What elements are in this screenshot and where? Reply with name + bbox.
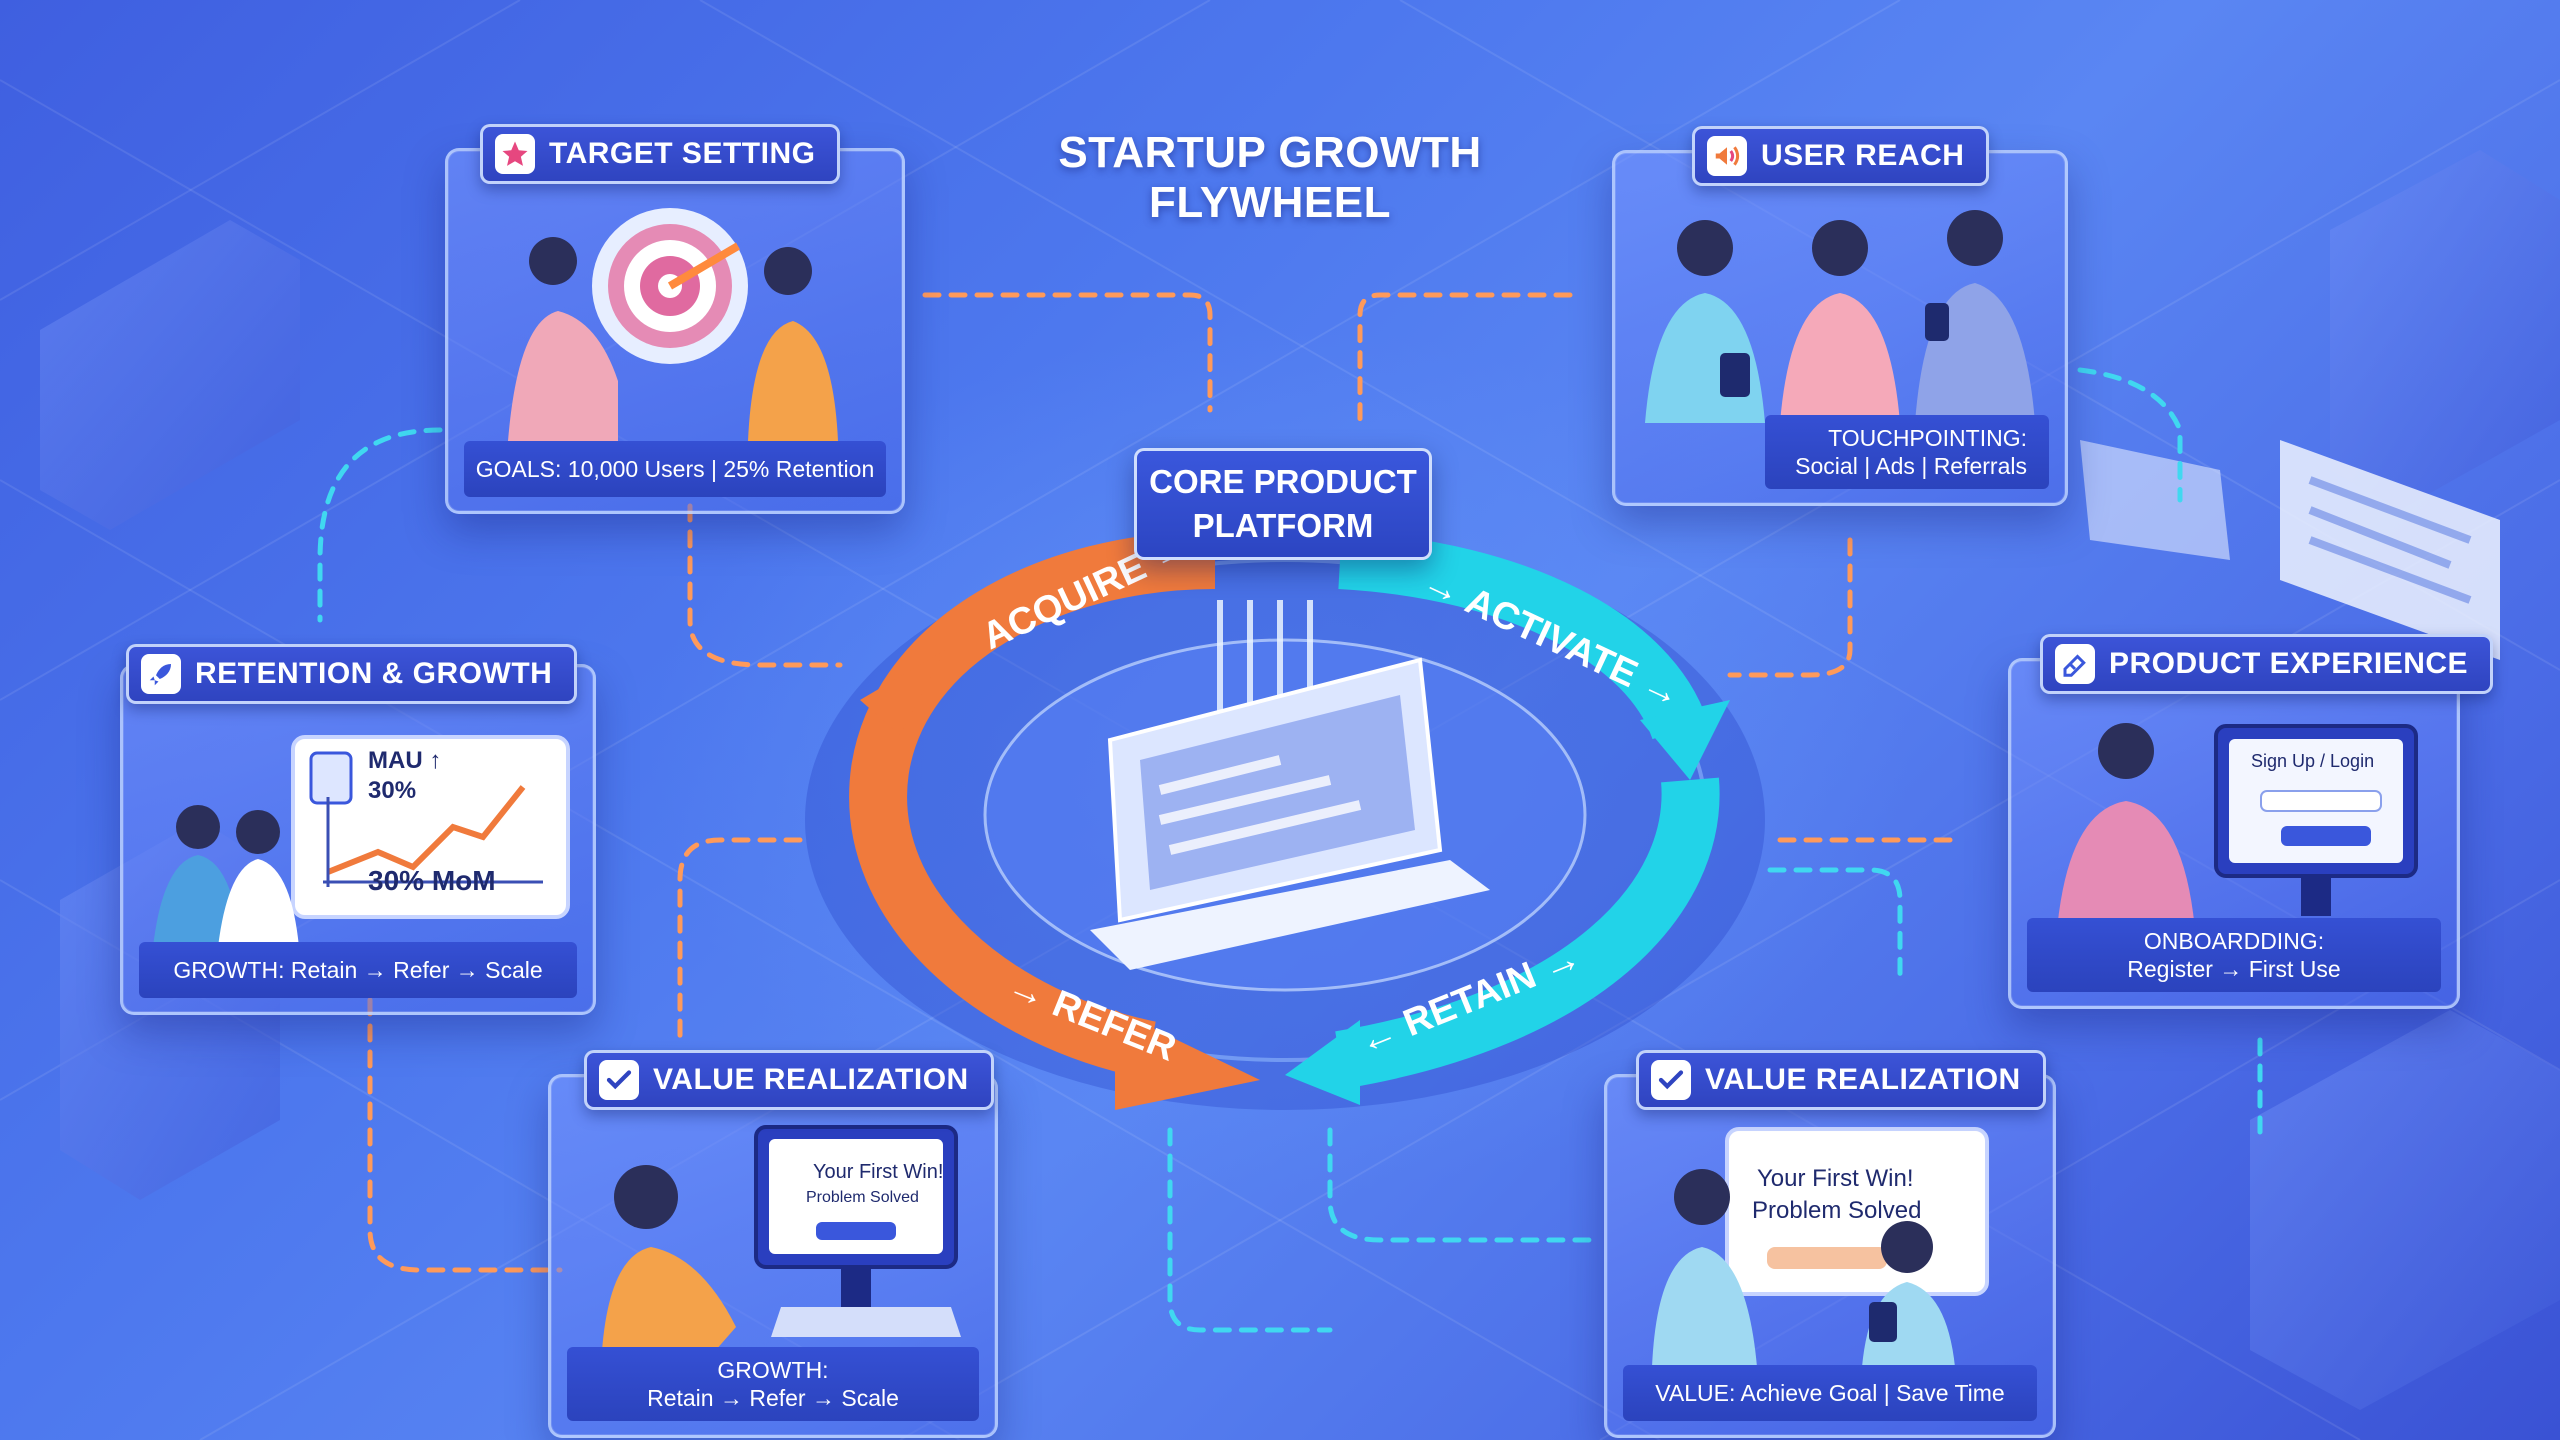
central-device-illustration (1090, 600, 1490, 970)
tab-value-left-label: VALUE REALIZATION (653, 1063, 969, 1096)
tab-product-experience-label: PRODUCT EXPERIENCE (2109, 647, 2469, 680)
chart-mom-label: 30% MoM (368, 865, 496, 896)
checkmark-icon (599, 1060, 639, 1100)
user-reach-caption: TOUCHPOINTING: Social | Ads | Referrals (1765, 415, 2049, 489)
target-setting-illustration (508, 208, 838, 441)
product-experience-screen-text: Sign Up / Login (2251, 751, 2375, 771)
tab-retention-growth[interactable]: RETENTION & GROWTH (126, 644, 578, 704)
chart-mau-label: MAU ↑ (368, 747, 442, 774)
floating-screens (2080, 440, 2500, 660)
product-experience-illustration (2056, 723, 2418, 941)
value-left-screen-line-2: Problem Solved (806, 1189, 919, 1206)
hand-pointer-icon (2055, 644, 2095, 684)
product-experience-caption-line-1: ONBOARDDING: (2143, 928, 2325, 954)
value-right-illustration (1652, 1127, 1989, 1367)
core-line-1: CORE PRODUCT (1149, 463, 1417, 500)
core-line-2: PLATFORM (1192, 507, 1374, 544)
product-experience-caption: ONBOARDDING: Register → First Use (2027, 918, 2441, 992)
tab-user-reach-label: USER REACH (1761, 139, 1965, 172)
user-reach-caption-line-1: TOUCHPOINTING: (1828, 425, 2027, 451)
value-right-screen-line-2: Problem Solved (1752, 1197, 1922, 1224)
product-experience-caption-line-2: Register → First Use (2127, 956, 2341, 982)
tab-target-setting-label: TARGET SETTING (549, 137, 816, 170)
panel-value-realization-left: Your First Win! Problem Solved GROWTH: R… (548, 1074, 998, 1438)
checkmark-icon (1651, 1060, 1691, 1100)
rocket-icon (141, 654, 181, 694)
page-title: STARTUP GROWTH FLYWHEEL (1058, 128, 1482, 227)
star-icon (495, 134, 535, 174)
isometric-blocks (40, 150, 2560, 1410)
retention-growth-caption: GROWTH: Retain → Refer → Scale (139, 942, 577, 998)
value-left-caption-line-2: Retain → Refer → Scale (647, 1385, 899, 1411)
user-reach-illustration (1645, 210, 2035, 423)
panel-product-experience: Sign Up / Login ONBOARDDING: Register → … (2008, 658, 2460, 1009)
value-right-screen-line-1: Your First Win! (1757, 1165, 1914, 1192)
tab-value-realization-left[interactable]: VALUE REALIZATION (584, 1050, 994, 1110)
value-left-illustration (601, 1125, 961, 1367)
target-setting-caption: GOALS: 10,000 Users | 25% Retention (464, 441, 886, 497)
value-left-caption: GROWTH: Retain → Refer → Scale (567, 1347, 979, 1421)
tab-user-reach[interactable]: USER REACH (1692, 126, 1990, 186)
megaphone-icon (1707, 136, 1747, 176)
panel-target-setting: GOALS: 10,000 Users | 25% Retention (445, 148, 905, 514)
value-right-caption: VALUE: Achieve Goal | Save Time (1623, 1365, 2037, 1421)
value-left-caption-line-1: GROWTH: (717, 1357, 829, 1383)
flywheel-arrows (849, 531, 1730, 1110)
tab-retention-growth-label: RETENTION & GROWTH (195, 657, 553, 690)
panel-retention-growth: MAU ↑ 30% 30% MoM GROWTH: Retain → Refer… (120, 664, 596, 1015)
retention-growth-illustration (153, 735, 570, 947)
dashed-connectors (317, 292, 2263, 1333)
value-left-screen-line-1: Your First Win! (813, 1161, 944, 1183)
tab-value-realization-right[interactable]: VALUE REALIZATION (1636, 1050, 2046, 1110)
chart-percent-label: 30% (368, 777, 417, 804)
tab-value-right-label: VALUE REALIZATION (1705, 1063, 2021, 1096)
core-product-platform-box: CORE PRODUCT PLATFORM (1134, 448, 1432, 560)
tab-target-setting[interactable]: TARGET SETTING (480, 124, 841, 184)
user-reach-caption-line-2: Social | Ads | Referrals (1795, 453, 2027, 479)
panel-value-realization-right: Your First Win! Problem Solved VALUE: Ac… (1604, 1074, 2056, 1438)
tab-product-experience[interactable]: PRODUCT EXPERIENCE (2040, 634, 2494, 694)
panel-user-reach: TOUCHPOINTING: Social | Ads | Referrals (1612, 150, 2068, 506)
